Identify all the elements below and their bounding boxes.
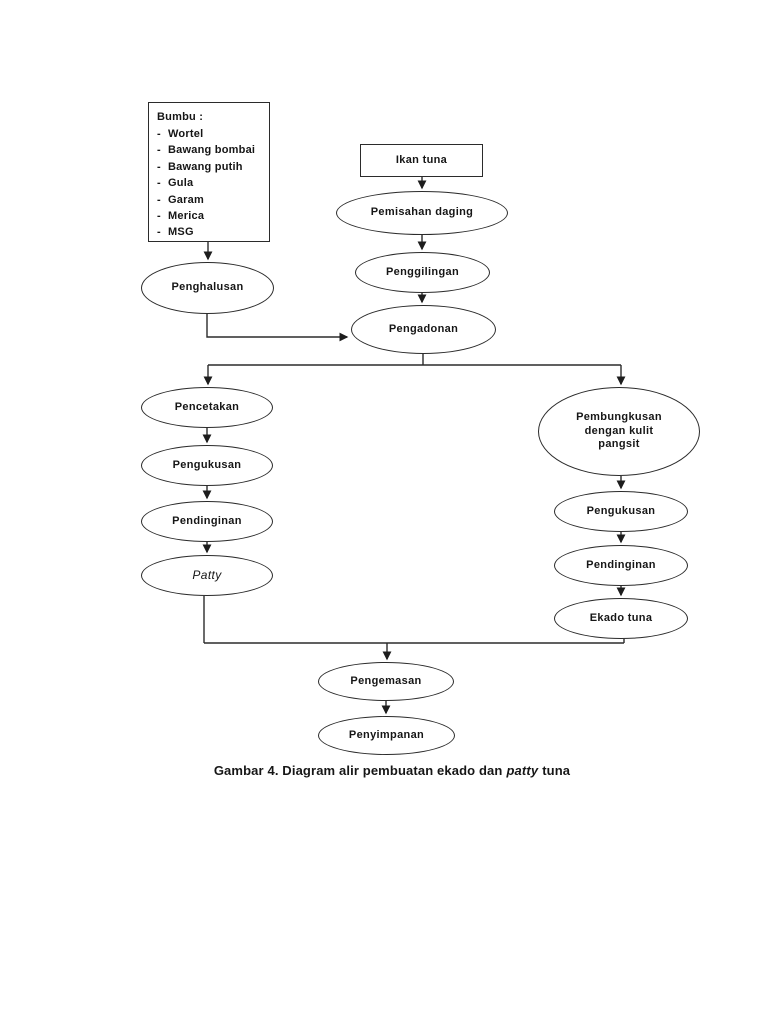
list-dash: - [157, 210, 161, 223]
bumbu-item-wortel: - Wortel [157, 126, 265, 142]
node-label-line: dengan kulit [584, 424, 654, 437]
node-label-line: pangsit [598, 438, 640, 451]
node-pencetakan: Pencetakan [141, 387, 273, 428]
node-pendinginan-left: Pendinginan [141, 501, 273, 542]
node-ikan-tuna: Ikan tuna [360, 144, 483, 177]
bumbu-item-msg: - MSG [157, 224, 265, 240]
bumbu-item-merica: - Merica [157, 208, 265, 224]
node-pengukusan-right: Pengukusan [554, 491, 688, 532]
caption-suffix: tuna [542, 763, 571, 778]
bumbu-item-label: Bawang putih [168, 160, 243, 173]
list-dash: - [157, 144, 161, 157]
bumbu-item-label: Bawang bombai [168, 144, 256, 157]
list-dash: - [157, 160, 161, 173]
bumbu-title: Bumbu : [157, 111, 204, 123]
bumbu-item-bawang-bombai: - Bawang bombai [157, 142, 265, 158]
bumbu-item-label: Gula [168, 177, 194, 190]
bumbu-ingredients-box: Bumbu : - Wortel - Bawang bombai - Bawan… [148, 102, 270, 242]
list-dash: - [157, 193, 161, 206]
node-penghalusan: Penghalusan [141, 262, 274, 314]
bumbu-item-gula: - Gula [157, 175, 265, 191]
caption-italic-word: patty [506, 763, 539, 778]
node-pengukusan-left: Pengukusan [141, 445, 273, 486]
list-dash: - [157, 177, 161, 190]
node-penggilingan: Penggilingan [355, 252, 490, 293]
list-dash: - [157, 226, 161, 239]
node-patty: Patty [141, 555, 273, 596]
node-pembungkusan-kulit-pangsit: Pembungkusan dengan kulit pangsit [538, 387, 700, 476]
node-pemisahan-daging: Pemisahan daging [336, 191, 508, 235]
bumbu-item-label: Wortel [168, 128, 204, 140]
caption-text: Gambar 4. Diagram alir pembuatan ekado d… [213, 763, 503, 778]
bumbu-item-label: MSG [168, 226, 194, 239]
figure-caption: Gambar 4. Diagram alir pembuatan ekado d… [24, 763, 760, 778]
node-label-line: Pembungkusan [576, 410, 662, 423]
node-penyimpanan: Penyimpanan [318, 716, 455, 755]
bumbu-item-garam: - Garam [157, 192, 265, 208]
bumbu-item-bawang-putih: - Bawang putih [157, 159, 265, 175]
list-dash: - [157, 128, 161, 140]
node-pengemasan: Pengemasan [318, 662, 454, 701]
bumbu-item-label: Merica [168, 210, 205, 223]
bumbu-item-label: Garam [168, 193, 204, 206]
node-pengadonan: Pengadonan [351, 305, 496, 354]
node-pendinginan-right: Pendinginan [554, 545, 688, 586]
node-ekado-tuna: Ekado tuna [554, 598, 688, 639]
